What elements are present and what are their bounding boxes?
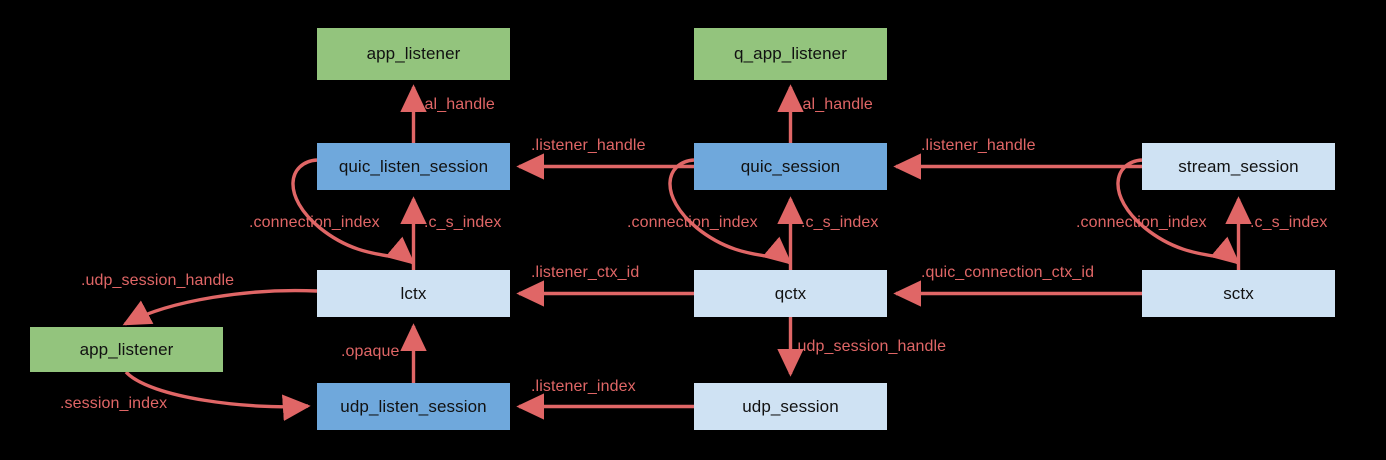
edge-label-al-handle-right: .al_handle — [798, 96, 873, 113]
edge-label-connection-index-sctx: .connection_index — [1076, 214, 1207, 231]
node-label: lctx — [400, 283, 427, 303]
node-label: quic_listen_session — [338, 156, 489, 176]
node-sctx[interactable]: sctx — [1142, 270, 1335, 317]
node-q-app-listener[interactable]: q_app_listener — [694, 28, 887, 80]
edge-label-listener-index: .listener_index — [531, 378, 636, 395]
node-label: sctx — [1223, 283, 1254, 303]
node-udp-session[interactable]: udp_session — [694, 383, 887, 430]
edge-label-connection-index-lctx: .connection_index — [249, 214, 380, 231]
node-udp-listen-session[interactable]: udp_listen_session — [317, 383, 510, 430]
edge-label-listener-ctx-id: .listener_ctx_id — [531, 264, 640, 281]
node-label: quic_session — [740, 156, 841, 176]
edge-label-connection-index-qctx: .connection_index — [627, 214, 758, 231]
node-app-listener-top[interactable]: app_listener — [317, 28, 510, 80]
edge-label-c-s-index-sctx: .c_s_index — [1250, 214, 1328, 231]
node-label: q_app_listener — [734, 44, 847, 63]
node-lctx[interactable]: lctx — [317, 270, 510, 317]
edge-label-c-s-index-lctx: .c_s_index — [424, 214, 502, 231]
node-app-listener-left[interactable]: app_listener — [30, 327, 223, 372]
node-label: app_listener — [366, 44, 461, 63]
node-label: app_listener — [79, 339, 174, 359]
node-label: udp_session — [742, 396, 839, 416]
node-stream-session[interactable]: stream_session — [1142, 143, 1335, 190]
node-quic-session[interactable]: quic_session — [694, 143, 887, 190]
edge-label-listener-handle-stream: .listener_handle — [921, 137, 1036, 154]
edge-label-al-handle-left: .al_handle — [420, 96, 495, 113]
node-quic-listen-session[interactable]: quic_listen_session — [317, 143, 510, 190]
node-label: udp_listen_session — [340, 396, 487, 416]
edge-label-session-index: .session_index — [60, 395, 168, 412]
edge-label-c-s-index-qctx: .c_s_index — [801, 214, 879, 231]
edge-udp-session-handle-listener — [122, 288, 318, 326]
edge-label-udp-session-handle-qctx: .udp_session_handle — [793, 338, 947, 355]
node-qctx[interactable]: qctx — [694, 270, 887, 317]
edge-label-udp-session-handle-listener: .udp_session_handle — [81, 272, 235, 289]
edge-label-listener-handle-quic: .listener_handle — [531, 137, 646, 154]
node-label: stream_session — [1178, 156, 1299, 176]
edge-label-quic-connection-ctx-id: .quic_connection_ctx_id — [921, 264, 1095, 281]
node-label: qctx — [774, 283, 807, 303]
edge-label-opaque: .opaque — [341, 343, 400, 360]
